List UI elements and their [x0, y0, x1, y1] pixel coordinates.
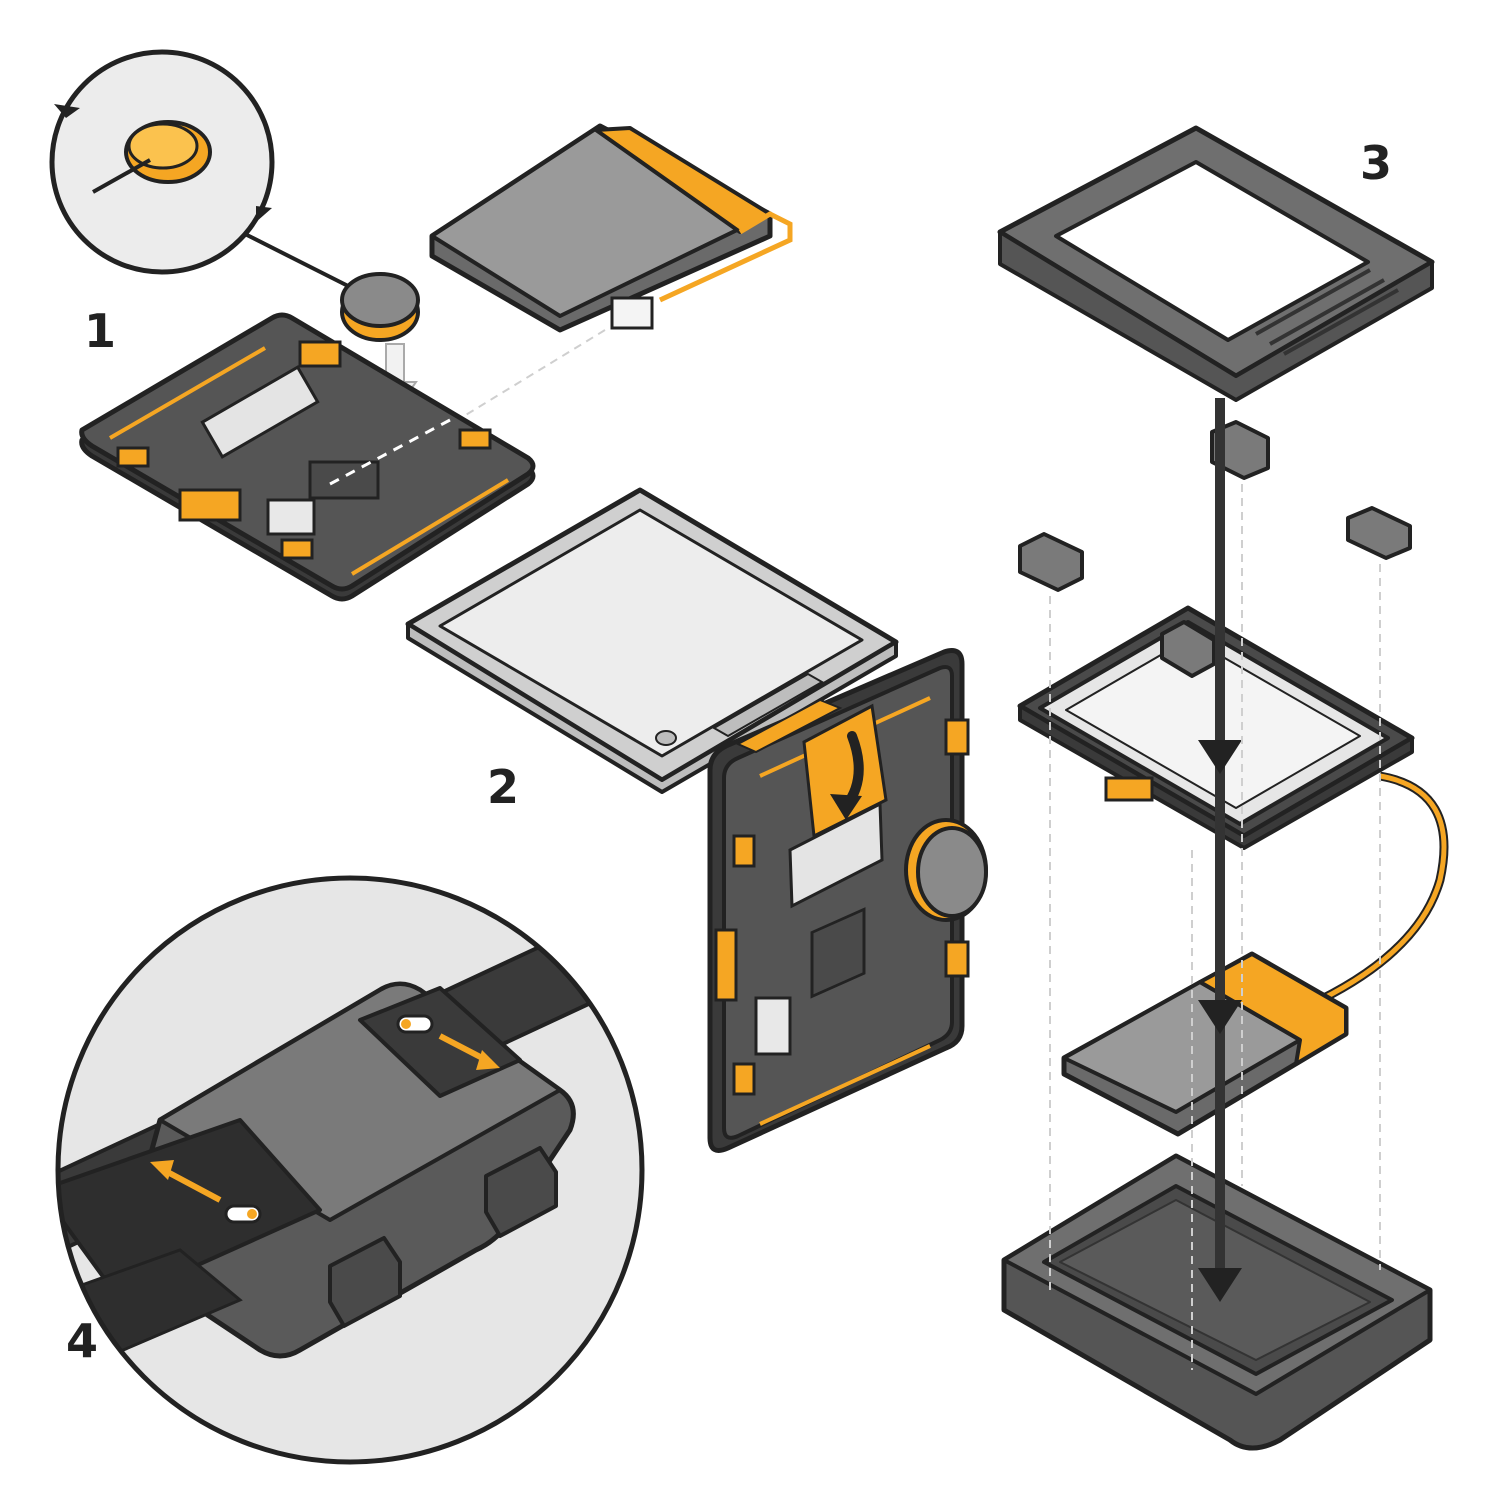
curved-arrow-icon	[830, 731, 864, 820]
rotate-arrows-icon	[54, 104, 272, 222]
coin-cell-insert-icon	[92, 120, 212, 194]
assembly-axis-arrow	[1198, 398, 1242, 1302]
button-caps	[1018, 420, 1412, 592]
guide-lines	[1049, 484, 1381, 1370]
top-bezel	[997, 125, 1435, 402]
pcb-board-step1	[79, 312, 536, 602]
e-paper-display	[405, 487, 899, 794]
pcb-board-step2	[707, 648, 988, 1153]
battery-module	[1061, 951, 1349, 1137]
double-arrow-icon	[150, 1033, 500, 1203]
step4-zoom-callout	[55, 875, 645, 1465]
coin-cell-battery	[340, 272, 420, 342]
step-number-3: 3	[1360, 136, 1393, 190]
lipo-battery	[429, 123, 793, 333]
step-number-2: 2	[487, 760, 520, 814]
step-number-1: 1	[84, 304, 117, 358]
step1-zoom-callout	[49, 49, 361, 294]
step-number-4: 4	[66, 1314, 99, 1368]
